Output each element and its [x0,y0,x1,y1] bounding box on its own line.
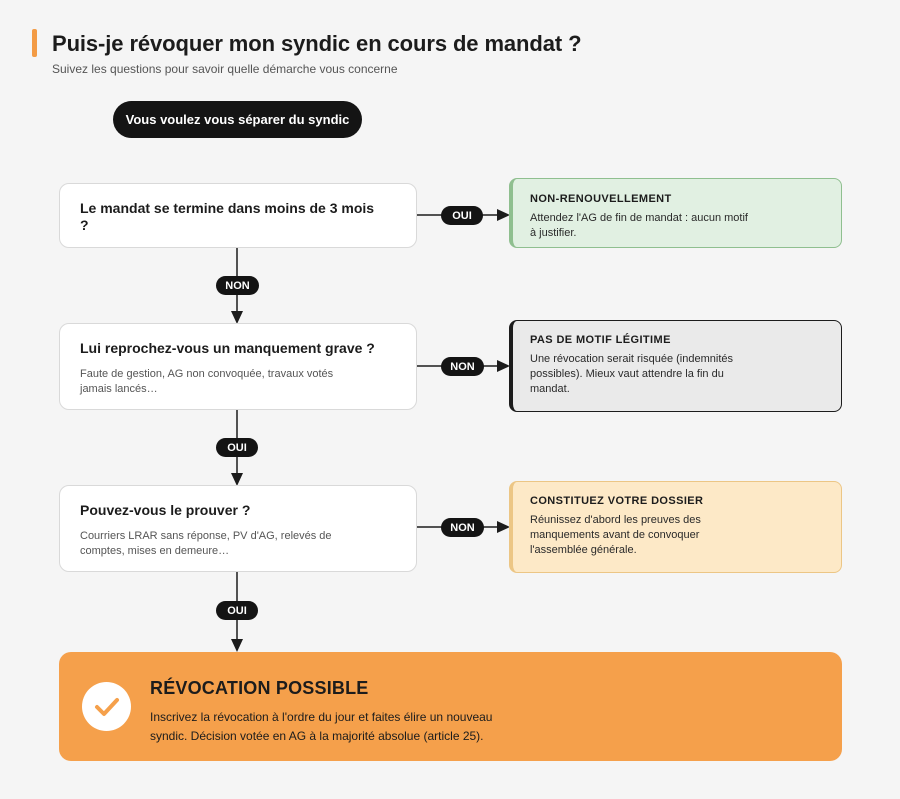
question-3-description: Courriers LRAR sans réponse, PV d'AG, re… [80,530,332,557]
question-3-title: Pouvez-vous le prouver ? [80,502,251,518]
outcome-1-title: NON-RENOUVELLEMENT [530,193,672,205]
outcome-non-renouvellement: NON-RENOUVELLEMENT Attendez l'AG de fin … [509,178,842,248]
outcome-2-text: Une révocation serait risquée (indemnité… [530,353,733,395]
question-2-title: Lui reprochez-vous un manquement grave ? [80,340,375,356]
result-text: Inscrivez la révocation à l'ordre du jou… [150,710,493,743]
page-subtitle: Suivez les questions pour savoir quelle … [52,62,398,76]
edge-label-q2-no: NON [441,357,484,376]
edge-label-q3-yes: OUI [216,601,258,620]
start-node: Vous voulez vous séparer du syndic [113,101,362,138]
edge-label-q2-yes: OUI [216,438,258,457]
edge-q1-right-arrow [497,209,510,221]
edge-q2-down-arrow [231,473,243,486]
result-title: RÉVOCATION POSSIBLE [150,678,369,698]
title-accent-bar [32,29,37,57]
outcome-2-title: PAS DE MOTIF LÉGITIME [530,334,671,346]
check-icon [82,682,131,731]
edge-q1-down-arrow [231,311,243,324]
outcome-pas-de-motif: PAS DE MOTIF LÉGITIME Une révocation ser… [509,320,842,412]
edge-label-q3-no: NON [441,518,484,537]
edge-q2-right-arrow [497,360,510,372]
outcome-3-text: Réunissez d'abord les preuves des manque… [530,514,701,556]
question-3-node: Pouvez-vous le prouver ? Courriers LRAR … [59,485,417,572]
result-revocation-possible: RÉVOCATION POSSIBLE Inscrivez la révocat… [59,652,842,761]
edge-label-q1-yes: OUI [441,206,483,225]
edge-label-q1-no: NON [216,276,259,295]
edge-q3-right-arrow [497,521,510,533]
page-title: Puis-je révoquer mon syndic en cours de … [52,31,582,56]
outcome-constituez-dossier: CONSTITUEZ VOTRE DOSSIER Réunissez d'abo… [509,481,842,573]
question-2-node: Lui reprochez-vous un manquement grave ?… [59,323,417,410]
question-1-node: Le mandat se termine dans moins de 3 moi… [59,183,417,248]
outcome-3-title: CONSTITUEZ VOTRE DOSSIER [530,495,704,507]
question-1-title: Le mandat se termine dans moins de 3 moi… [80,200,375,233]
edge-q3-down-arrow [231,639,243,652]
outcome-1-text: Attendez l'AG de fin de mandat : aucun m… [530,212,748,239]
question-2-description: Faute de gestion, AG non convoquée, trav… [80,368,334,395]
